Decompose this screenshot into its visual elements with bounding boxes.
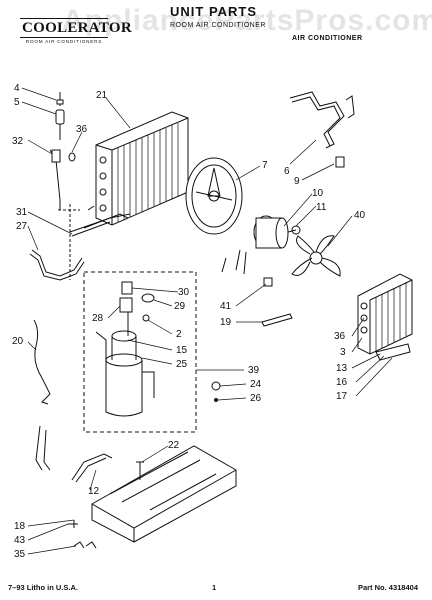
tube-part-5 [55, 109, 65, 140]
callout-12: 12 [88, 486, 100, 497]
callout-15: 15 [176, 345, 188, 356]
capillary-part-32 [49, 149, 61, 210]
callout-6: 6 [284, 166, 290, 177]
callout-17: 17 [336, 391, 348, 402]
callout-13: 13 [336, 363, 348, 374]
logo-name: COOLERATOR [20, 18, 132, 38]
dashed-leader-left [58, 204, 80, 280]
protector-part-28 [119, 297, 133, 313]
callout-40: 40 [354, 210, 366, 221]
callout-5: 5 [14, 97, 20, 108]
callout-30: 30 [178, 287, 190, 298]
callout-41: 41 [220, 301, 232, 312]
evaporator-coil-part-21 [83, 111, 189, 229]
logo-tagline: ROOM AIR CONDITIONERS [25, 39, 103, 44]
terminal-part-41 [263, 277, 273, 287]
callout-10: 10 [312, 188, 324, 199]
callout-25: 25 [176, 359, 188, 370]
callout-7: 7 [262, 160, 268, 171]
tube-part-31 [69, 213, 131, 237]
callout-26: 26 [250, 393, 262, 404]
clip-part-35 [73, 541, 97, 549]
screw-part-43 [68, 520, 78, 528]
compressor-part-39 [95, 307, 155, 417]
overload-part-30 [121, 281, 133, 295]
callout-21: 21 [96, 90, 108, 101]
callout-31: 31 [16, 207, 28, 218]
callout-39: 39 [248, 365, 260, 376]
callout-4: 4 [14, 83, 20, 94]
callout-11: 11 [316, 202, 327, 213]
tube-part-27 [29, 249, 85, 281]
footer-page-number: 1 [212, 583, 217, 592]
fan-blade-part-40 [291, 235, 341, 277]
insulation-part-19 [261, 313, 293, 327]
clip-part-36-upper [68, 152, 76, 162]
callout-9: 9 [294, 176, 300, 187]
wire-part-20 [33, 319, 51, 405]
callout-28: 28 [92, 313, 104, 324]
watermark: AppliancePartsPros.com [62, 4, 432, 37]
condenser-coil-part-3 [357, 273, 413, 355]
callout-20: 20 [12, 336, 24, 347]
bracket-part-16 [375, 343, 411, 361]
callout-18: 18 [14, 521, 26, 532]
callout-3: 3 [340, 347, 346, 358]
callout-29: 29 [174, 301, 186, 312]
callout-16: 16 [336, 377, 348, 388]
callout-22: 22 [168, 440, 180, 451]
leader-lines [21, 87, 393, 555]
callout-2: 2 [176, 329, 182, 340]
bracket-part-6 [289, 91, 355, 149]
footer-litho: 7–93 Litho in U.S.A. [8, 583, 79, 592]
footer-part-number: Part No. 4318404 [357, 583, 418, 592]
tube-part-12 [71, 453, 113, 483]
fan-motor-part-10 [221, 215, 297, 275]
callout-27: 27 [16, 221, 28, 232]
page-subtitle: ROOM AIR CONDITIONER [170, 22, 266, 29]
screw-part-4 [56, 92, 64, 106]
fan-shroud-part-7 [185, 157, 243, 235]
washer-part-26 [214, 398, 218, 402]
callout-36-lower: 36 [334, 331, 346, 342]
brand-logo: COOLERATOR ROOM AIR CONDITIONERS [20, 18, 132, 44]
capacitor-cap-part-9 [335, 156, 345, 168]
tube-assembly-left [35, 425, 51, 471]
callout-19: 19 [220, 317, 232, 328]
header-right-text: AIR CONDITIONER [292, 35, 363, 42]
page-title: UNIT PARTS [170, 4, 258, 19]
washer-part-2 [142, 314, 150, 322]
callout-24: 24 [250, 379, 262, 390]
grommet-part-29 [141, 293, 155, 303]
callout-43: 43 [14, 535, 26, 546]
compressor-outline [83, 271, 197, 433]
callout-numbers: 4 5 21 36 32 7 6 9 10 11 40 31 27 30 29 … [12, 83, 366, 560]
base-pan [91, 445, 237, 543]
callout-35: 35 [14, 549, 26, 560]
nut-part-24 [211, 381, 221, 391]
callout-32: 32 [12, 136, 24, 147]
callout-36-upper: 36 [76, 124, 88, 135]
